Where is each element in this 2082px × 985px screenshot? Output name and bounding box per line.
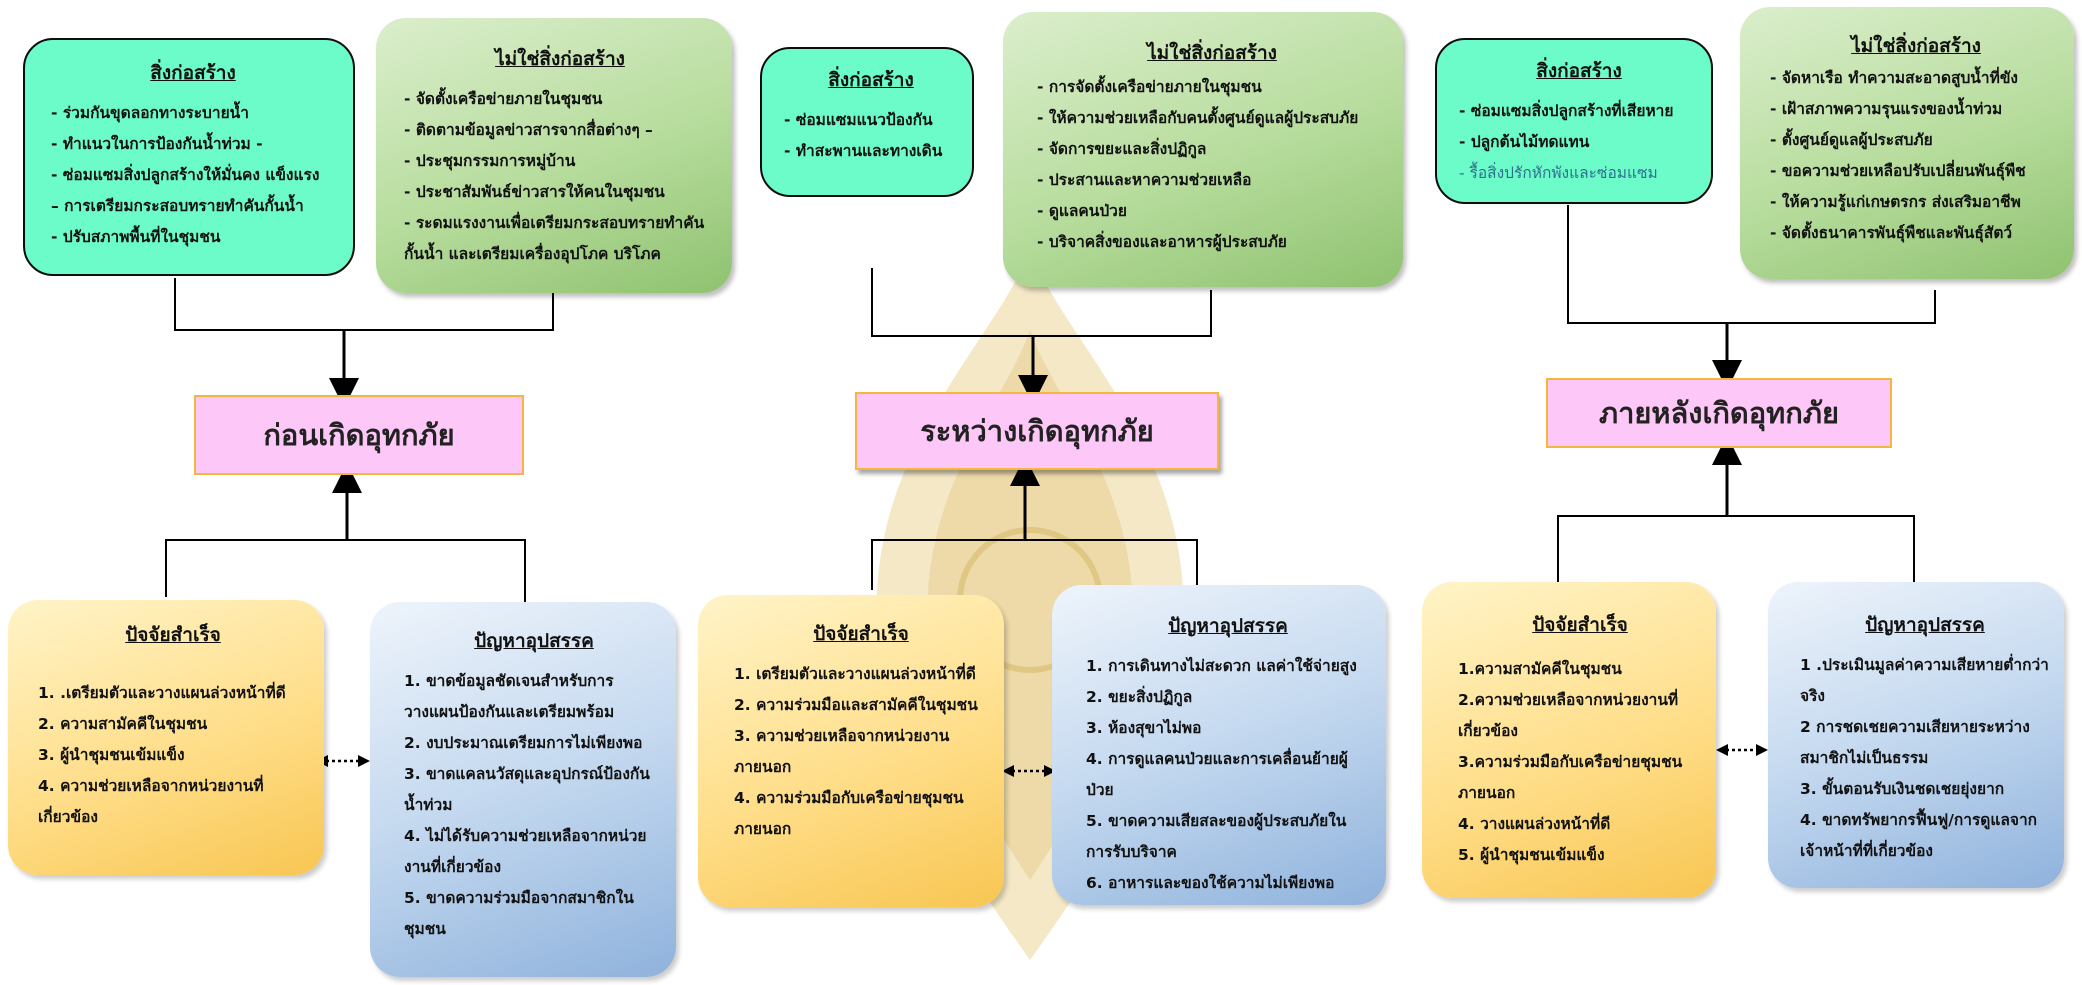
during-nonstructural-item: - ประสานและหาความช่วยเหลือ xyxy=(1037,171,1252,189)
stage-before-flood: ก่อนเกิดอุทกภัย xyxy=(194,395,524,475)
during-success-item: 3. ความช่วยเหลือจากหน่วยงานภายนอก xyxy=(734,727,950,776)
after-obstacles-item: 1 .ประเมินมูลค่าความเสียหายต่ำกว่าจริง xyxy=(1800,656,2049,705)
stage-after-flood: ภายหลังเกิดอุทกภัย xyxy=(1546,378,1892,448)
after-nonstructural-item: - จัดตั้งธนาคารพันธุ์พืชและพันธุ์สัตว์ xyxy=(1770,224,2013,242)
after-structural-box: สิ่งก่อสร้าง - ซ่อมแซมสิ่งปลูกสร้างที่เส… xyxy=(1435,38,1713,204)
after-success-item: 3.ความร่วมมือกับเครือข่ายชุมชนภายนอก xyxy=(1458,753,1683,802)
before-obstacles-item: 3. ขาดแคลนวัสดุและอุปกรณ์ป้องกันน้ำท่วม xyxy=(404,765,650,814)
before-nonstructural-item: - ประชุมกรรมการหมู่บ้าน xyxy=(404,152,576,170)
during-success-item: 4. ความร่วมมือกับเครือข่ายชุมชนภายนอก xyxy=(734,789,964,838)
before-nonstructural-title: ไม่ใช่สิ่งก่อสร้าง xyxy=(495,48,625,70)
after-nonstructural-item: - จัดหาเรือ ทำความสะอาดสูบน้ำที่ขัง xyxy=(1770,69,2018,87)
before-obstacles-box: ปัญหาอุปสรรค 1. ขาดข้อมูลชัดเจนสำหรับการ… xyxy=(370,602,676,977)
after-success-item: 4. วางแผนล่วงหน้าที่ดี xyxy=(1458,815,1611,833)
during-success-item: 2. ความร่วมมือและสามัคคีในชุมชน xyxy=(734,696,978,714)
before-structural-item: - ร่วมกันขุดลอกทางระบายน้ำ xyxy=(51,104,249,122)
before-obstacles-title: ปัญหาอุปสรรค xyxy=(474,630,594,652)
before-nonstructural-item: - จัดตั้งเครือข่ายภายในชุมชน xyxy=(404,90,603,108)
after-structural-item: - ซ่อมแซมสิ่งปลูกสร้างที่เสียหาย xyxy=(1459,102,1674,120)
before-structural-item: – การเตรียมกระสอบทรายทำคันกั้นน้ำ xyxy=(51,197,304,215)
during-nonstructural-item: - ดูแลคนป่วย xyxy=(1037,202,1127,220)
before-nonstructural-item: - ประชาสัมพันธ์ข่าวสารให้คนในชุมชน xyxy=(404,183,665,201)
after-success-item: 2.ความช่วยเหลือจากหน่วยงานที่เกี่ยวข้อง xyxy=(1458,691,1679,740)
before-structural-box: สิ่งก่อสร้าง - ร่วมกันขุดลอกทางระบายน้ำ … xyxy=(23,38,355,276)
during-obstacles-item: 1. การเดินทางไม่สะดวก แลค่าใช้จ่ายสูง xyxy=(1086,657,1357,675)
after-obstacles-item: 3. ขั้นตอนรับเงินชดเชยยุ่งยาก xyxy=(1800,780,2005,798)
during-nonstructural-item: - จัดการขยะและสิ่งปฏิกูล xyxy=(1037,140,1207,158)
during-obstacles-box: ปัญหาอุปสรรค 1. การเดินทางไม่สะดวก แลค่า… xyxy=(1052,585,1386,905)
after-success-title: ปัจจัยสำเร็จ xyxy=(1532,614,1628,636)
before-success-box: ปัจจัยสำเร็จ 1. .เตรียมตัวและวางแผนล่วงห… xyxy=(8,600,324,875)
after-structural-item: - ปลูกต้นไม้ทดแทน xyxy=(1459,133,1590,151)
during-structural-title: สิ่งก่อสร้าง xyxy=(828,69,914,91)
during-nonstructural-item: - การจัดตั้งเครือข่ายภายในชุมชน xyxy=(1037,78,1262,96)
before-success-item: 4. ความช่วยเหลือจากหน่วยงานที่เกี่ยวข้อง xyxy=(38,777,264,826)
before-structural-title: สิ่งก่อสร้าง xyxy=(150,62,236,84)
during-obstacles-item: 2. ขยะสิ่งปฏิกูล xyxy=(1086,688,1193,706)
before-success-item: 2. ความสามัคคีในชุมชน xyxy=(38,715,208,733)
during-success-box: ปัจจัยสำเร็จ 1. เตรียมตัวและวางแผนล่วงหน… xyxy=(698,595,1004,907)
after-obstacles-title: ปัญหาอุปสรรค xyxy=(1865,614,1985,636)
during-success-item: 1. เตรียมตัวและวางแผนล่วงหน้าที่ดี xyxy=(734,665,976,683)
during-success-title: ปัจจัยสำเร็จ xyxy=(813,623,909,645)
after-success-item: 5. ผู้นำชุมชนเข้มแข็ง xyxy=(1458,846,1605,864)
after-structural-title: สิ่งก่อสร้าง xyxy=(1536,60,1622,82)
before-obstacles-item: 1. ขาดข้อมูลชัดเจนสำหรับการวางแผนป้องกัน… xyxy=(404,672,615,721)
before-success-item: 3. ผู้นำชุมชนเข้มแข็ง xyxy=(38,746,185,764)
before-obstacles-item: 4. ไม่ได้รับความช่วยเหลือจากหน่วยงานที่เ… xyxy=(404,827,647,876)
before-nonstructural-box: ไม่ใช่สิ่งก่อสร้าง - จัดตั้งเครือข่ายภาย… xyxy=(376,18,732,293)
before-success-title: ปัจจัยสำเร็จ xyxy=(125,624,221,646)
after-success-box: ปัจจัยสำเร็จ 1.ความสามัคคีในชุมชน 2.ความ… xyxy=(1422,582,1716,898)
after-structural-item: - รื้อสิ่งปรักหักพังและซ่อมแซม xyxy=(1459,164,1658,182)
after-nonstructural-title: ไม่ใช่สิ่งก่อสร้าง xyxy=(1851,35,1981,57)
before-obstacles-item: 2. งบประมาณเตรียมการไม่เพียงพอ xyxy=(404,734,643,752)
during-nonstructural-box: ไม่ใช่สิ่งก่อสร้าง - การจัดตั้งเครือข่าย… xyxy=(1003,12,1403,287)
during-structural-box: สิ่งก่อสร้าง - ซ่อมแซมแนวป้องกัน - ทำสะพ… xyxy=(760,47,974,197)
after-nonstructural-item: - ให้ความรู้แก่เกษตรกร ส่งเสริมอาชีพ xyxy=(1770,193,2021,211)
before-structural-item: - ทำแนวในการป้องกันน้ำท่วม - xyxy=(51,135,263,153)
during-obstacles-title: ปัญหาอุปสรรค xyxy=(1168,615,1288,637)
before-structural-item: - ปรับสภาพพื้นที่ในชุมชน xyxy=(51,228,221,246)
after-obstacles-box: ปัญหาอุปสรรค 1 .ประเมินมูลค่าความเสียหาย… xyxy=(1768,582,2064,888)
during-structural-item: - ซ่อมแซมแนวป้องกัน xyxy=(784,111,933,129)
during-nonstructural-item: - ให้ความช่วยเหลือกับคนตั้งศูนย์ดูแลผู้ป… xyxy=(1037,109,1359,127)
after-nonstructural-box: ไม่ใช่สิ่งก่อสร้าง - จัดหาเรือ ทำความสะอ… xyxy=(1740,7,2074,279)
after-nonstructural-item: - เฝ้าสภาพความรุนแรงของน้ำท่วม xyxy=(1770,100,2003,118)
before-success-item: 1. .เตรียมตัวและวางแผนล่วงหน้าที่ดี xyxy=(38,684,286,702)
before-structural-item: - ซ่อมแซมสิ่งปลูกสร้างให้มั่นคง แข็งแรง xyxy=(51,166,320,184)
before-obstacles-item: 5. ขาดความร่วมมือจากสมาชิกในชุมชน xyxy=(404,889,634,938)
after-obstacles-item: 4. ขาดทรัพยากรฟื้นฟู/การดูแลจากเจ้าหน้าท… xyxy=(1800,811,2038,860)
during-obstacles-item: 5. ขาดความเสียสละของผู้ประสบภัยในการรับบ… xyxy=(1086,812,1347,861)
before-nonstructural-item: - ระดมแรงงานเพื่อเตรียมกระสอบทรายทำคันกั… xyxy=(404,214,705,263)
during-nonstructural-item: - บริจาคสิ่งของและอาหารผู้ประสบภัย xyxy=(1037,233,1287,251)
during-obstacles-item: 4. การดูแลคนป่วยและการเคลื่อนย้ายผู้ป่วย xyxy=(1086,750,1348,799)
after-obstacles-item: 2 การชดเชยความเสียหายระหว่างสมาชิกไม่เป็… xyxy=(1800,718,2030,767)
during-obstacles-item: 3. ห้องสุขาไม่พอ xyxy=(1086,719,1202,737)
during-structural-item: - ทำสะพานและทางเดิน xyxy=(784,142,943,160)
stage-during-flood: ระหว่างเกิดอุทกภัย xyxy=(855,392,1219,470)
during-obstacles-item: 6. อาหารและของใช้ความไม่เพียงพอ xyxy=(1086,874,1335,892)
after-success-item: 1.ความสามัคคีในชุมชน xyxy=(1458,660,1622,678)
after-nonstructural-item: - ขอความช่วยเหลือปรับเปลี่ยนพันธุ์พืช xyxy=(1770,162,2026,180)
after-nonstructural-item: - ตั้งศูนย์ดูแลผู้ประสบภัย xyxy=(1770,131,1933,149)
during-nonstructural-title: ไม่ใช่สิ่งก่อสร้าง xyxy=(1147,42,1277,64)
before-nonstructural-item: - ติดตามข้อมูลข่าวสารจากสื่อต่างๆ – xyxy=(404,121,653,139)
